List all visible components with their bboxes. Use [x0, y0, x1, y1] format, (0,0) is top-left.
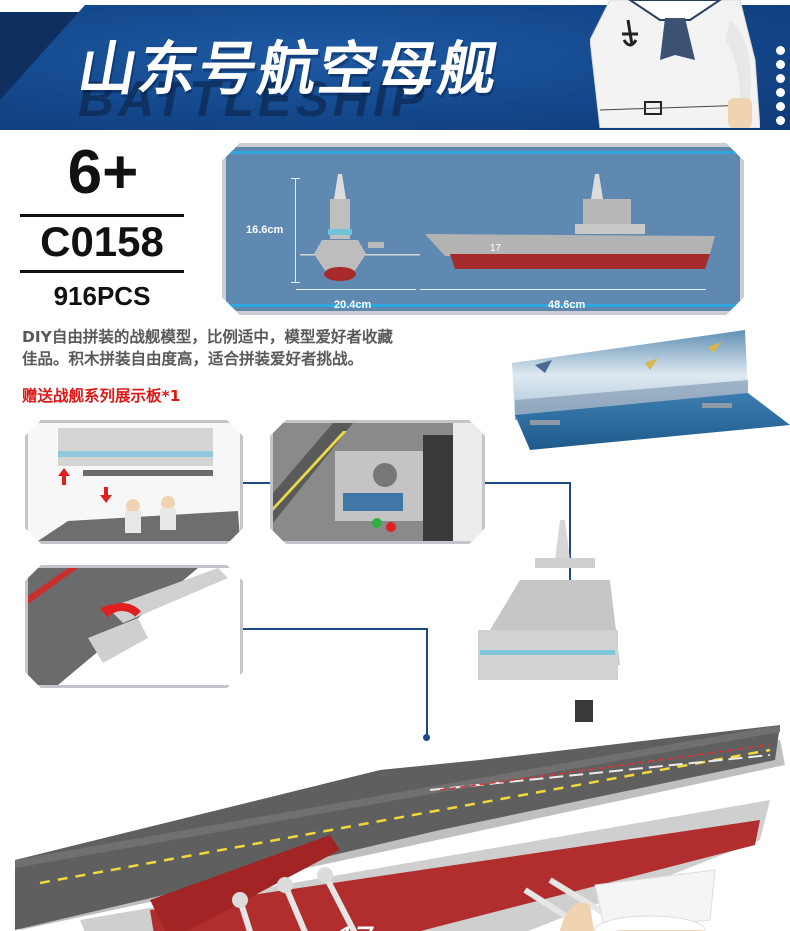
decorative-dots: [776, 46, 785, 125]
connector-line: [243, 482, 270, 484]
connector-line: [426, 628, 428, 736]
length-line: [420, 289, 706, 290]
hull-number: 17: [490, 243, 502, 254]
dot: [776, 60, 785, 69]
description-line-2: 佳品。积木拼装自由度高，适合拼装爱好者挑战。: [22, 350, 364, 368]
model-code: C0158: [40, 218, 164, 265]
dot: [776, 74, 785, 83]
dimensions-panel: 16.6cm 20.4cm 48.6cm 17: [222, 143, 744, 315]
length-label: 48.6cm: [548, 299, 586, 311]
interior-detail-image: [273, 423, 482, 541]
dimensions-panel-inner: 16.6cm 20.4cm 48.6cm 17: [230, 151, 736, 311]
detail-frame-turret: [25, 565, 243, 688]
connector-line: [569, 482, 571, 632]
dot: [776, 88, 785, 97]
height-tick: [291, 282, 300, 283]
divider: [20, 214, 184, 217]
gift-note: 赠送战舰系列展示板*1: [22, 387, 181, 405]
turret-detail-image: [28, 568, 240, 685]
description-line-1: DIY自由拼装的战舰模型，比例适中，模型爱好者收藏: [22, 328, 393, 346]
detail-frame-interior: [270, 420, 485, 544]
main-hull-number: 17: [335, 920, 374, 931]
display-board-image: [512, 330, 790, 450]
width-line: [296, 289, 416, 290]
height-line: [295, 178, 296, 282]
age-rating: 6+: [67, 138, 139, 207]
aircraft-carrier-model-image: 17: [15, 520, 785, 931]
header-banner: BATTLESHIP 山东号航空母舰: [0, 0, 790, 130]
height-label: 16.6cm: [246, 224, 284, 236]
sailor-minifigure-torso-image: [590, 0, 760, 128]
ship-front-view-image: [300, 174, 420, 281]
piece-count: 916PCS: [53, 281, 151, 311]
divider: [20, 270, 184, 273]
dot: [776, 116, 785, 125]
detail-frame-bridge: [25, 420, 243, 544]
height-tick: [291, 178, 300, 179]
connector-line: [485, 482, 570, 484]
width-label: 20.4cm: [334, 299, 372, 311]
product-description: DIY自由拼装的战舰模型，比例适中，模型爱好者收藏 佳品。积木拼装自由度高，适合…: [22, 326, 512, 370]
banner-subtitle: BATTLESHIP: [78, 71, 429, 127]
page-title: 山东号航空母舰: [73, 35, 506, 103]
dot: [776, 102, 785, 111]
connector-line: [243, 628, 428, 630]
bridge-detail-image: [28, 423, 240, 541]
connector-dot: [423, 734, 430, 741]
ship-side-view-image: 17: [425, 174, 715, 269]
dot: [776, 46, 785, 55]
